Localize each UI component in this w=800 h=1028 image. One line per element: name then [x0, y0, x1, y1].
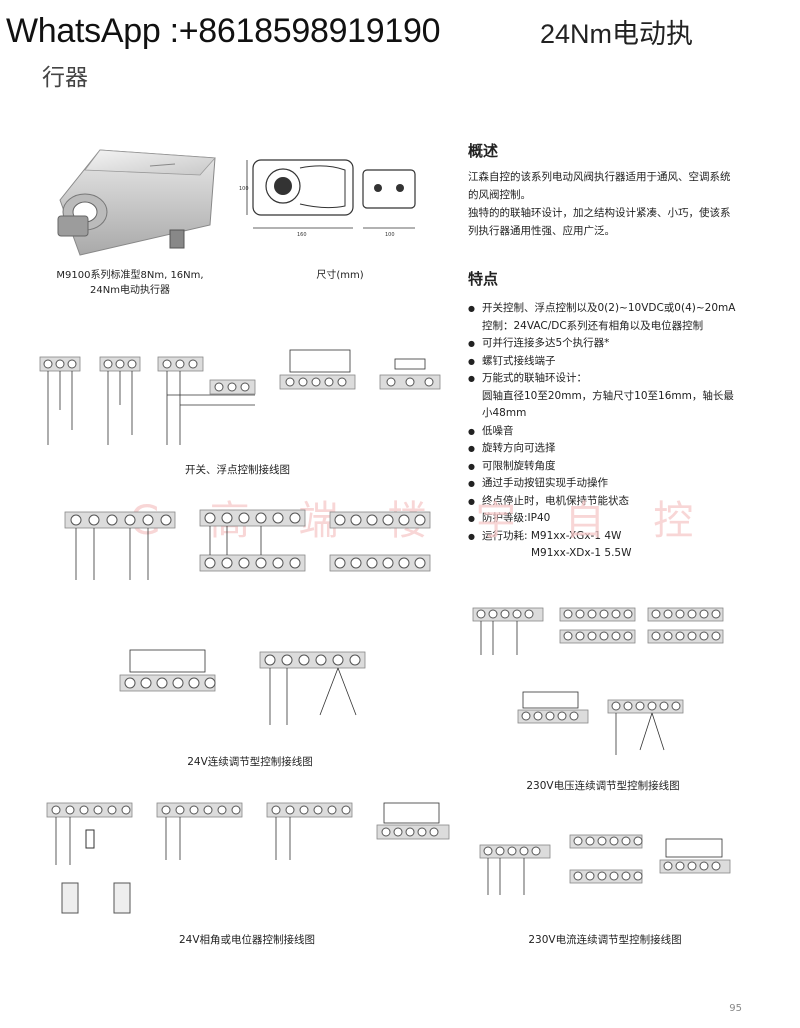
whatsapp-contact: WhatsApp :+8618598919190 — [6, 12, 441, 50]
wiring-modulating-24v — [64, 509, 431, 725]
list-item: 万能式的联轴环设计：圆轴直径10至20mm，方轴尺寸10至16mm，轴长最小48… — [468, 370, 743, 423]
wiring-switch-float — [39, 349, 441, 445]
overview-body: 江森自控的该系列电动风阀执行器适用于通风、空调系统的风阀控制。 独特的的联轴环设… — [468, 168, 740, 240]
svg-text:100: 100 — [385, 232, 395, 238]
dimension-caption: 尺寸(mm) — [316, 270, 364, 281]
caption-current-230v: 230V电流连续调节型控制接线图 — [528, 934, 682, 946]
svg-text:160: 160 — [297, 232, 307, 238]
wiring-current-230v — [479, 834, 731, 895]
features-heading: 特点 — [468, 270, 499, 288]
product-caption-line2: 24Nm电动执行器 — [90, 285, 170, 296]
list-item: 可限制旋转角度 — [468, 458, 743, 476]
list-item: 开关控制、浮点控制以及0(2)~10VDC或0(4)~20mA控制：24VAC/… — [468, 300, 743, 335]
caption-modulating-24v: 24V连续调节型控制接线图 — [187, 756, 313, 768]
list-item: 旋转方向可选择 — [468, 440, 743, 458]
dimension-drawing: 160 100 100 — [239, 159, 416, 238]
overview-heading: 概述 — [468, 142, 499, 160]
product-caption-line1: M9100系列标准型8Nm, 16Nm, — [56, 270, 204, 281]
list-item: 螺钉式接线端子 — [468, 353, 743, 371]
coupling-detail: 圆轴直径10至20mm，方轴尺寸10至16mm，轴长最小48mm — [482, 389, 734, 420]
wiring-voltage-230v — [472, 607, 724, 755]
svg-text:100: 100 — [239, 186, 249, 192]
wiring-phase-pot-24v — [46, 802, 450, 914]
power-line2: M91xx-XDx-1 5.5W — [531, 547, 632, 559]
product-caption: M9100系列标准型8Nm, 16Nm, 24Nm电动执行器 — [40, 268, 220, 298]
caption-phase-pot-24v: 24V相角或电位器控制接线图 — [178, 934, 316, 946]
caption-voltage-230v: 230V电压连续调节型控制接线图 — [526, 780, 680, 792]
list-item: 低噪音 — [468, 423, 743, 441]
page-number: 95 — [729, 1003, 742, 1014]
actuator-photo — [57, 149, 216, 256]
list-item: 通过手动按钮实现手动操作 — [468, 475, 743, 493]
overview-paragraph-2: 独特的的联轴环设计，加之结构设计紧凑、小巧，使该系列执行器通用性强、应用广泛。 — [468, 207, 731, 237]
features-list: 开关控制、浮点控制以及0(2)~10VDC或0(4)~20mA控制：24VAC/… — [468, 300, 743, 563]
page-title-line1: 24Nm电动执 — [540, 19, 694, 49]
list-item: 终点停止时，电机保持节能状态 — [468, 493, 743, 511]
list-item: 可并行连接多达5个执行器* — [468, 335, 743, 353]
overview-paragraph-1: 江森自控的该系列电动风阀执行器适用于通风、空调系统的风阀控制。 — [468, 171, 731, 201]
list-item: 防护等级:IP40 — [468, 510, 743, 528]
page-title-line2: 行器 — [42, 64, 88, 90]
caption-switch-float: 开关、浮点控制接线图 — [185, 464, 290, 476]
terminal-block-1 — [39, 356, 141, 445]
